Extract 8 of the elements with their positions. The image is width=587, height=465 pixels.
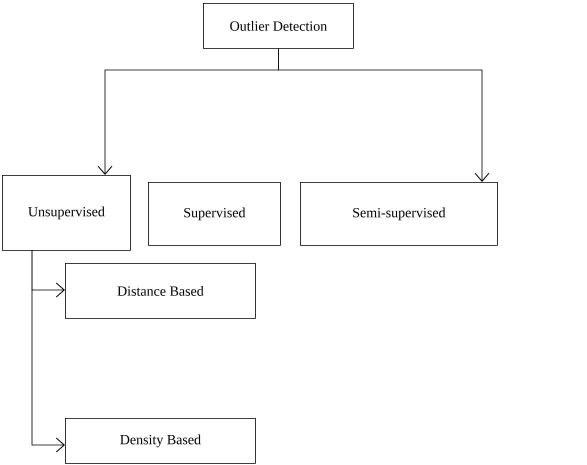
arrow — [32, 250, 65, 452]
category-box: Distance Based — [65, 262, 256, 319]
category-box: Semi-supervised — [300, 182, 498, 246]
category-box: Density Based — [65, 418, 256, 464]
category-box: Unsupervised — [2, 174, 131, 251]
category-box: Supervised — [148, 182, 281, 246]
category-box: Outlier Detection — [203, 3, 354, 49]
arrow — [278, 48, 490, 182]
